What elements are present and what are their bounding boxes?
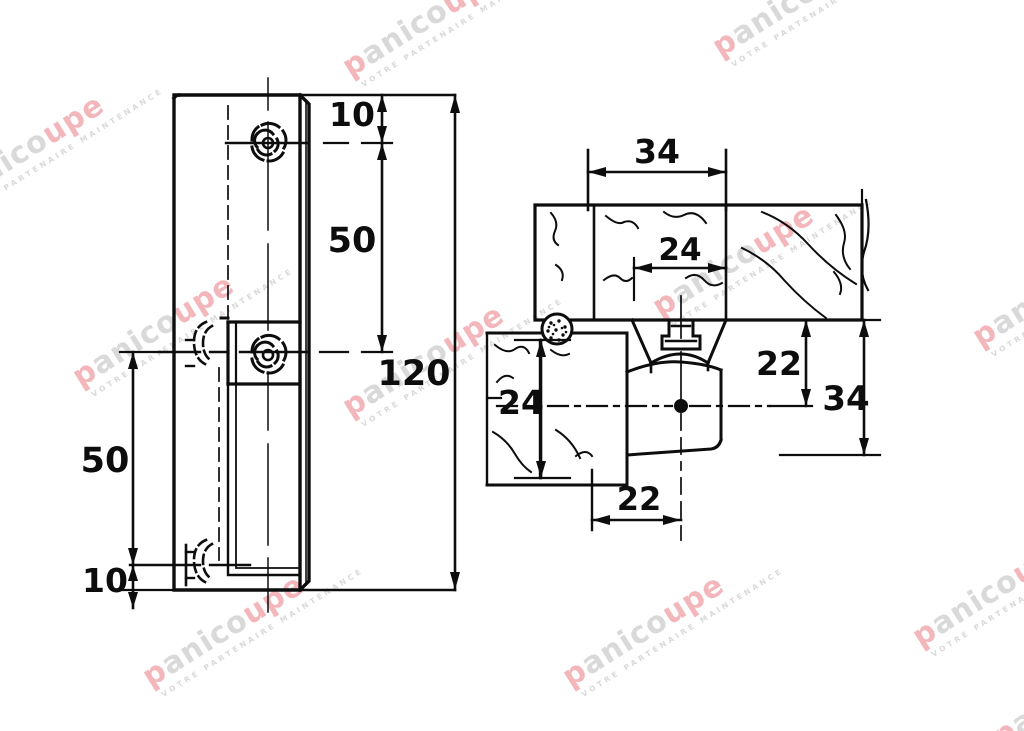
dimension-label-22-bottom: 22 <box>617 480 662 518</box>
dimension-label-50-bottom: 50 <box>81 441 130 481</box>
screw-hole-middle-symbol <box>250 333 288 375</box>
arrow-22-bot-left <box>592 515 610 525</box>
arrow-34-right-up <box>859 320 869 337</box>
hinge-arm-body <box>625 360 723 457</box>
arrow-50-top-up <box>377 143 387 160</box>
arrow-10-top-down <box>377 126 387 143</box>
arrow-24-left-up <box>536 340 546 357</box>
arrow-120-up <box>450 95 460 113</box>
arrow-24-left-down <box>536 461 546 478</box>
arrow-50-top-down <box>377 335 387 352</box>
arrow-10-bot-up <box>128 565 138 581</box>
arrow-22-bot-right <box>663 515 681 525</box>
dimension-label-120: 120 <box>377 354 450 394</box>
dimension-label-10-bottom: 10 <box>82 561 128 600</box>
left-view-dimensions <box>118 93 460 610</box>
arrow-22-right-up <box>801 320 811 337</box>
dimension-label-10-top: 10 <box>329 95 375 134</box>
arrow-10-top-up <box>377 95 387 112</box>
dimension-label-34-right: 34 <box>822 379 869 419</box>
arrow-10-bot-down <box>128 592 138 608</box>
right-view-dimensions <box>513 148 882 532</box>
leaf-break-edge <box>860 198 870 292</box>
left-view-group <box>128 77 394 613</box>
dimension-label-24-top: 24 <box>658 232 701 268</box>
arrow-22-right-down <box>801 389 811 406</box>
bottom-hinge-knuckle <box>184 538 214 587</box>
leaf-wood-grain <box>549 210 858 320</box>
arrow-34-top-left <box>588 167 606 177</box>
dimension-label-50-top: 50 <box>328 221 377 261</box>
arrow-50-bot-up <box>128 352 138 369</box>
arrow-34-top-right <box>708 167 726 177</box>
dimension-label-34-top: 34 <box>634 132 680 171</box>
pivot-center-dot <box>674 399 688 413</box>
dimension-label-22-right: 22 <box>756 344 802 383</box>
arrow-24-top-left <box>634 263 652 273</box>
arrow-24-top-right <box>708 263 726 273</box>
screw-hole-top-symbol <box>250 121 288 163</box>
left-plate-corner <box>171 93 181 101</box>
left-bottom-recess-inner <box>235 383 301 569</box>
arrow-34-right-down <box>859 438 869 455</box>
arrow-50-bot-down <box>128 548 138 565</box>
arrow-120-down <box>450 572 460 590</box>
left-bottom-recess <box>226 382 302 577</box>
middle-hinge-knuckle <box>184 320 214 368</box>
frame-wood-grain <box>491 343 594 474</box>
dimension-label-24-left: 24 <box>498 383 544 422</box>
left-plate-return-edge <box>297 92 311 593</box>
dimension-text-layer: 10 50 120 50 10 34 24 22 34 24 22 <box>81 95 870 600</box>
